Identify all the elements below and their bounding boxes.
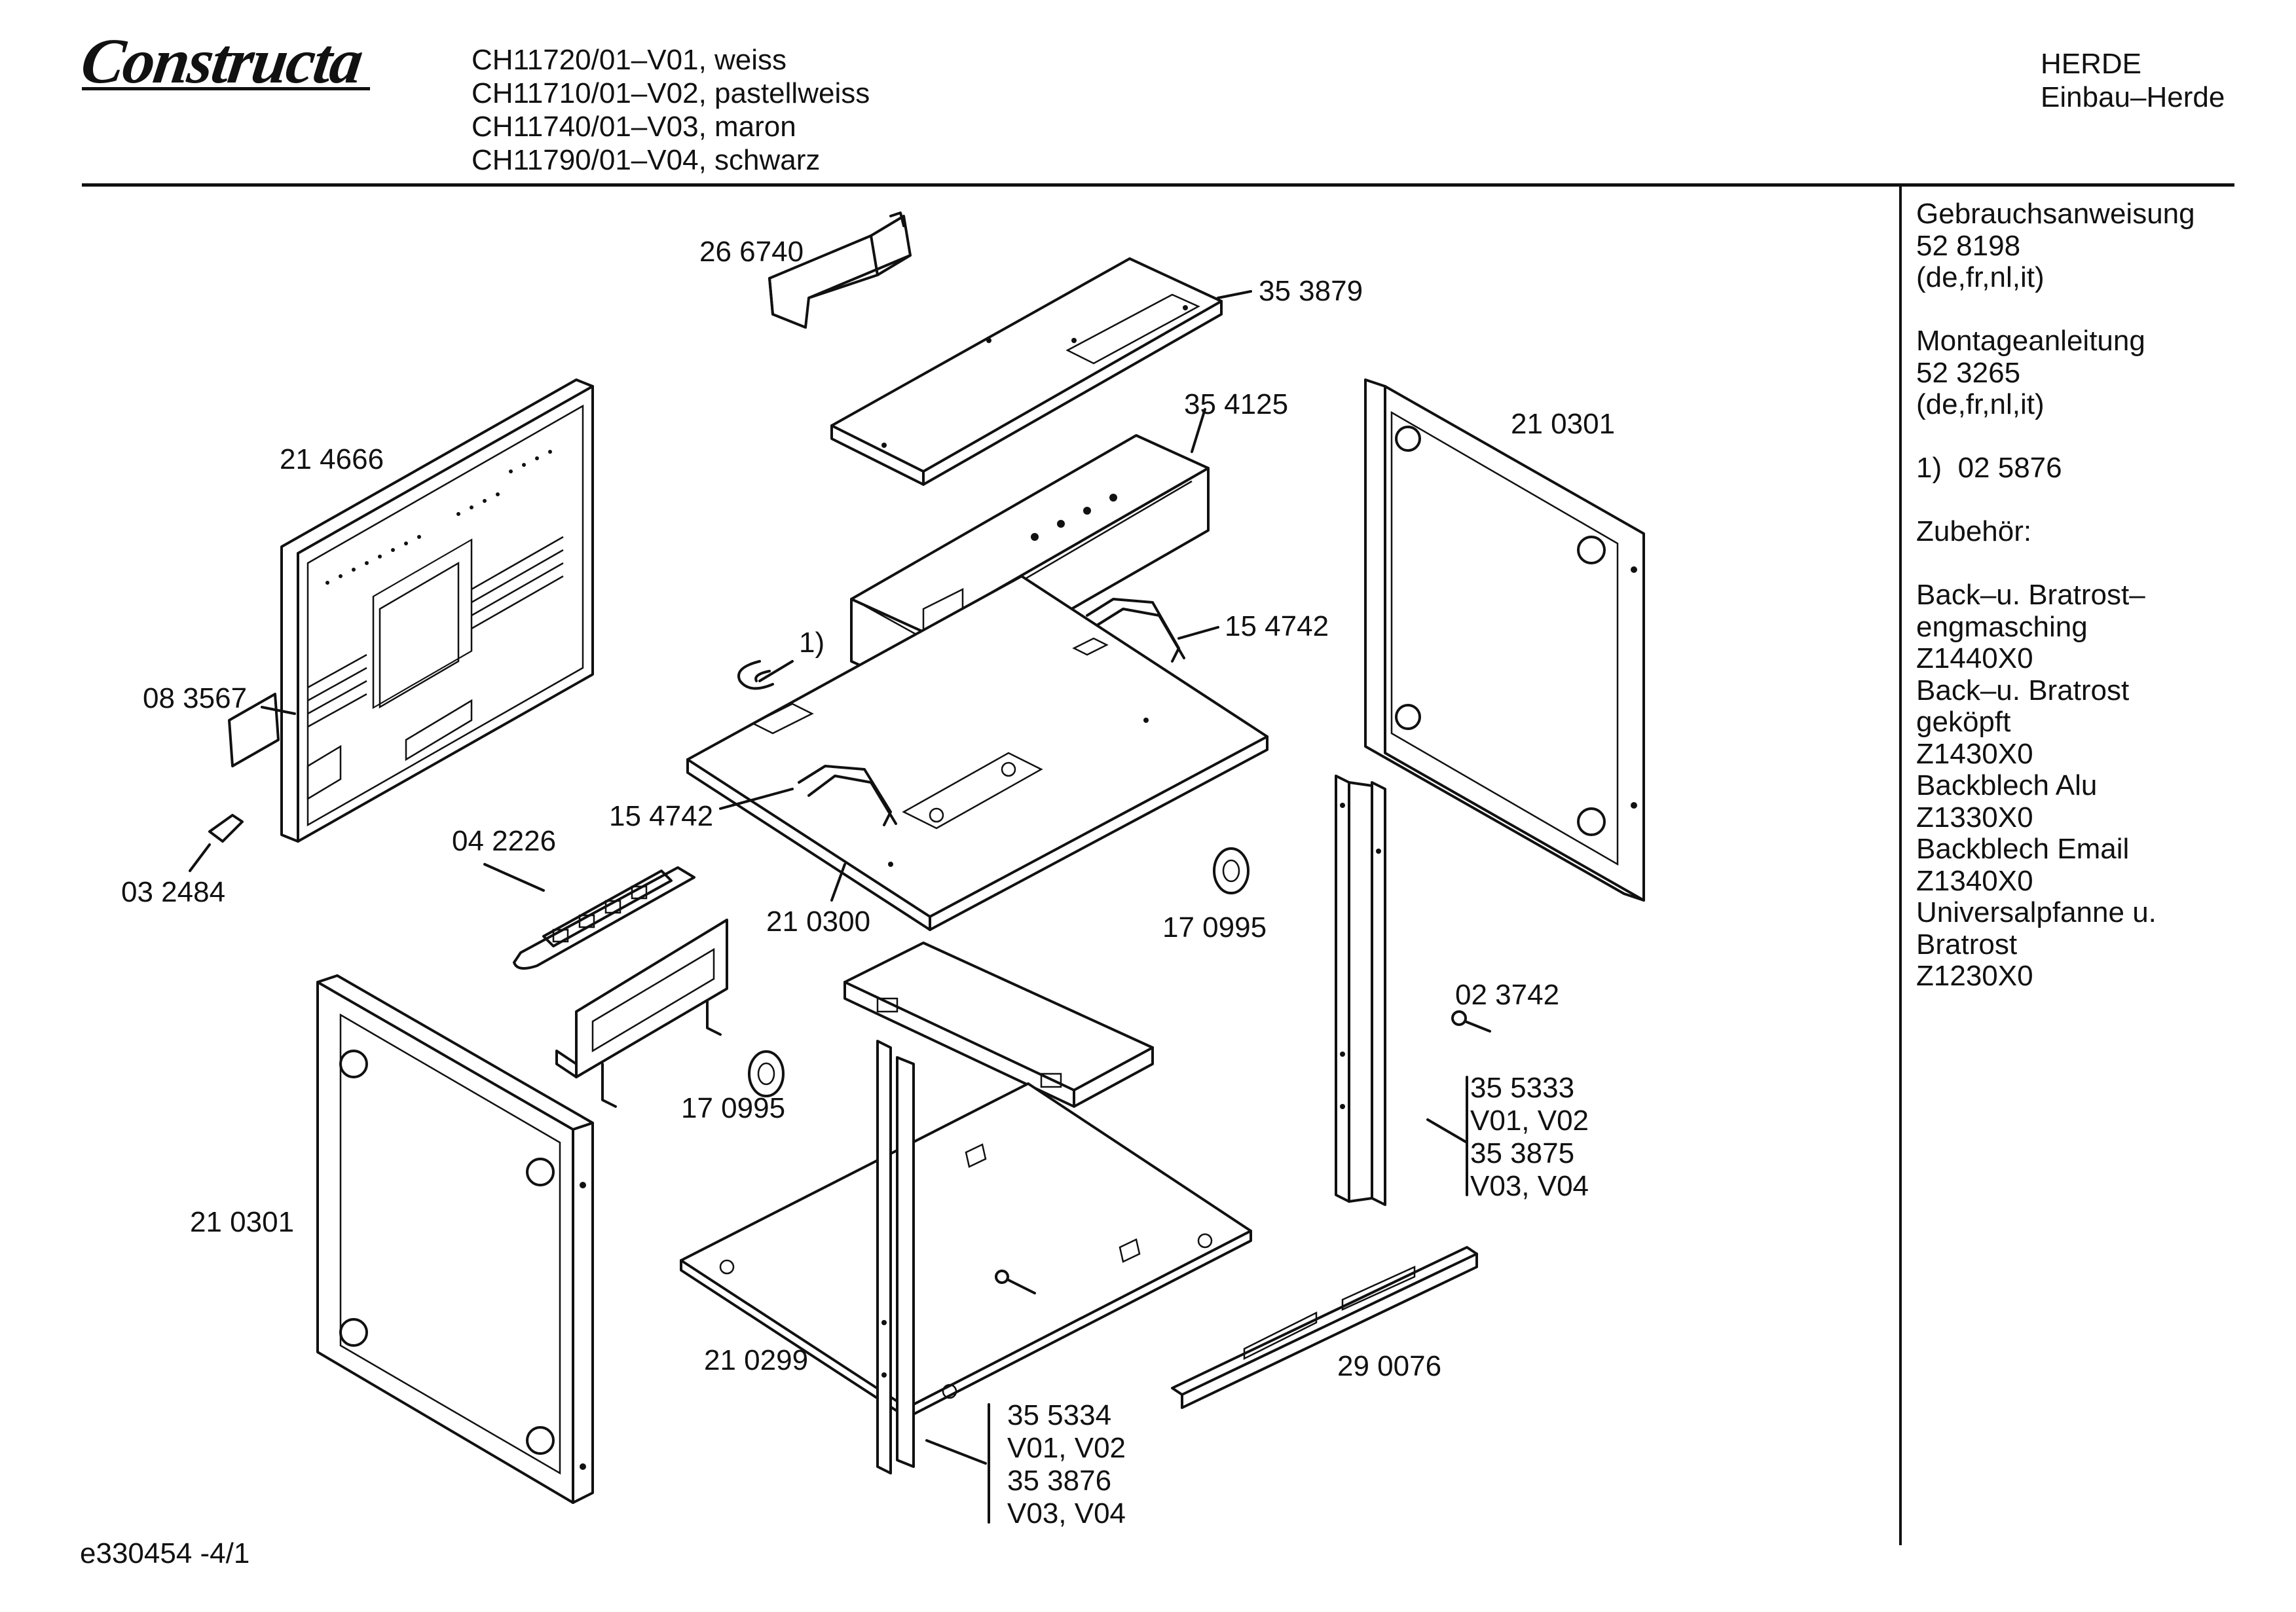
sidebar-line: Bratrost	[1916, 928, 2018, 961]
sidebar-line: (de,fr,nl,it)	[1916, 388, 2045, 420]
part-label: 03 2484	[121, 876, 226, 908]
part-label: 1)	[799, 627, 825, 659]
model-list: CH11720/01–V01, weiss CH11710/01–V02, pa…	[472, 43, 870, 177]
leader-lines	[483, 290, 1468, 1524]
model-line: CH11720/01–V01, weiss	[472, 44, 787, 76]
part-label: 35 4125	[1184, 388, 1289, 420]
small-plate-part	[228, 693, 296, 767]
sidebar-divider	[1899, 187, 1902, 1545]
part-label: 15 4742	[609, 800, 714, 832]
front-rail-part	[876, 1040, 915, 1475]
sidebar-line: Back–u. Bratrost	[1916, 674, 2130, 706]
back-panel-part	[280, 378, 594, 843]
part-label: 35 5334	[1007, 1399, 1112, 1431]
bracket-part	[768, 211, 912, 329]
sidebar-line: 52 8198	[1916, 229, 2021, 262]
liner-part	[843, 942, 1154, 1108]
terminal-block-part	[513, 866, 695, 970]
part-label: 35 3875	[1470, 1137, 1575, 1169]
part-label: V03, V04	[1470, 1170, 1589, 1202]
grommet-part	[748, 847, 1250, 1097]
sidebar-line: engmasching	[1916, 610, 2088, 643]
sidebar-line: Backblech Alu	[1916, 769, 2098, 801]
category-subtitle: Einbau–Herde	[2041, 81, 2225, 113]
sidebar-line: Z1340X0	[1916, 864, 2033, 897]
screw-part	[1451, 1010, 1491, 1033]
sidebar-line: Z1440X0	[1916, 642, 2033, 674]
header-divider	[82, 183, 2234, 187]
spring-clip-part	[737, 660, 774, 690]
top-panel-part	[830, 257, 1223, 486]
right-side-panel-part	[1364, 378, 1645, 902]
sidebar-line: Gebrauchsanweisung	[1916, 198, 2195, 230]
sidebar-line: Back–u. Bratrost–	[1916, 579, 2145, 611]
part-label: 21 0299	[704, 1344, 809, 1376]
sidebar-line: Z1330X0	[1916, 801, 2033, 833]
model-line: CH11710/01–V02, pastellweiss	[472, 77, 870, 109]
part-label: V01, V02	[1007, 1432, 1126, 1464]
sidebar-line: Zubehör:	[1916, 515, 2032, 547]
part-label: 29 0076	[1337, 1350, 1442, 1382]
part-label: 21 4666	[280, 443, 384, 475]
sidebar-line: Montageanleitung	[1916, 325, 2145, 357]
part-label: 17 0995	[1162, 911, 1267, 943]
runner-part	[798, 598, 1185, 826]
drawing-id: e330454 -4/1	[80, 1537, 250, 1569]
part-label: 21 0301	[190, 1206, 295, 1238]
sidebar-notes: Gebrauchsanweisung 52 8198 (de,fr,nl,it)…	[1916, 198, 2195, 993]
sidebar-line: Z1230X0	[1916, 960, 2033, 992]
part-label: 02 3742	[1455, 979, 1560, 1011]
sidebar-line: Z1430X0	[1916, 737, 2033, 770]
left-side-panel-part	[316, 974, 594, 1504]
part-label: 35 3879	[1259, 275, 1363, 307]
category-block: HERDE Einbau–Herde	[2041, 47, 2225, 114]
part-label: 21 0300	[766, 906, 871, 938]
part-label: 26 6740	[699, 236, 804, 268]
sidebar-line: Backblech Email	[1916, 833, 2130, 865]
sidebar-line: 1) 02 5876	[1916, 452, 2062, 484]
sidebar-line: Universalpfanne u.	[1916, 896, 2157, 928]
base-plate-part	[686, 575, 1268, 931]
vertical-rail-part	[1335, 775, 1386, 1206]
part-label: 35 5333	[1470, 1072, 1575, 1104]
sidebar-line: geköpft	[1916, 706, 2011, 738]
part-label: 04 2226	[452, 825, 557, 857]
part-label: V01, V02	[1470, 1105, 1589, 1137]
part-label: 21 0301	[1511, 408, 1616, 440]
part-label: 35 3876	[1007, 1465, 1112, 1497]
category-title: HERDE	[2041, 48, 2142, 80]
trim-strip-part	[1171, 1246, 1478, 1409]
logo-underline	[82, 87, 370, 90]
model-line: CH11740/01–V03, maron	[472, 111, 796, 143]
clip-part	[189, 814, 244, 872]
sidebar-line: (de,fr,nl,it)	[1916, 261, 2045, 293]
part-label: 17 0995	[681, 1092, 786, 1124]
sidebar-line: 52 3265	[1916, 356, 2021, 389]
control-frame-part	[555, 919, 728, 1108]
model-line: CH11790/01–V04, schwarz	[472, 144, 821, 176]
part-label: 15 4742	[1225, 610, 1329, 642]
part-label: V03, V04	[1007, 1497, 1126, 1530]
part-label: 08 3567	[143, 682, 248, 714]
